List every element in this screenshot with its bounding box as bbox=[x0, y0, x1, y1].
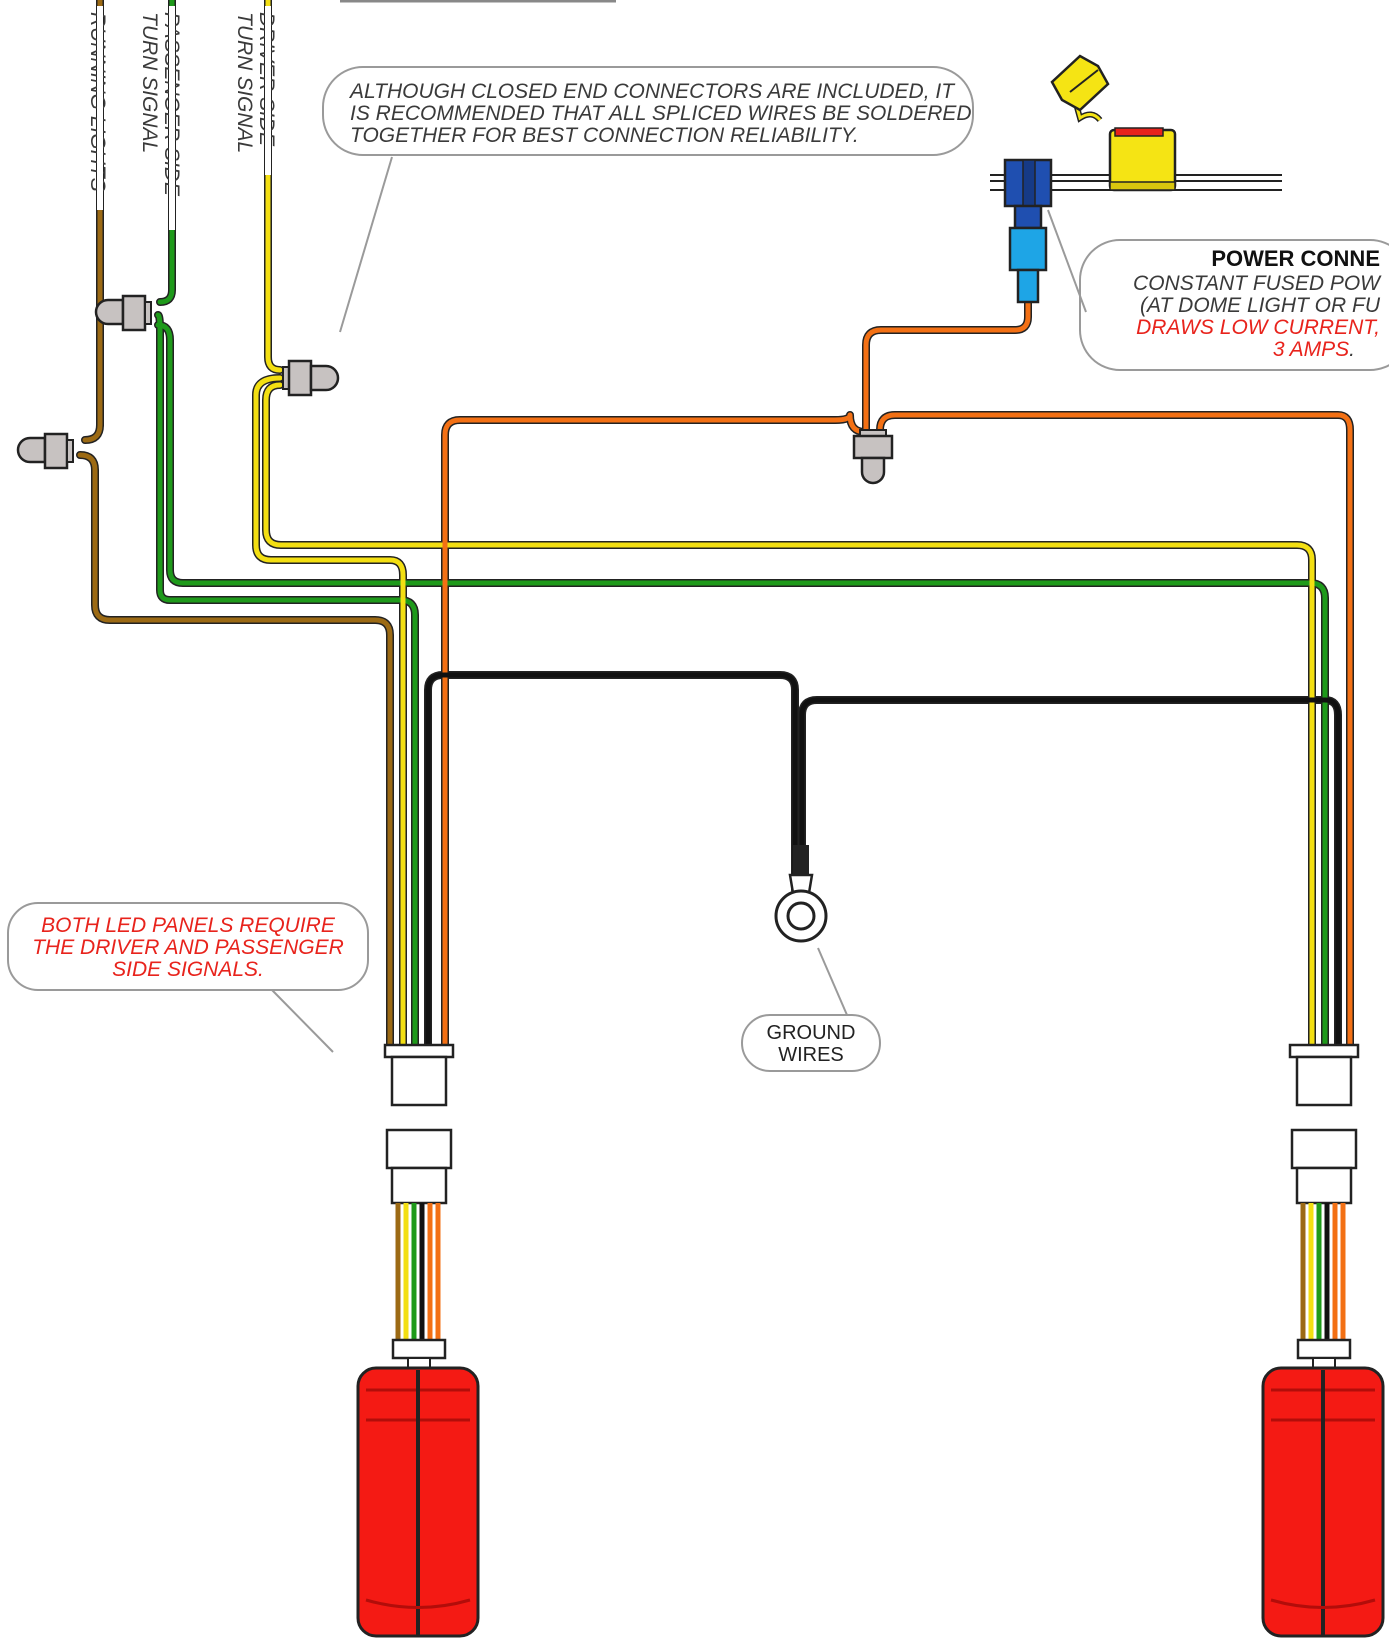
splice-connector-power bbox=[852, 429, 894, 485]
label-ticks bbox=[97, 6, 271, 230]
ground-note-line2: WIRES bbox=[778, 1044, 844, 1066]
splice-connector-passenger bbox=[94, 294, 152, 332]
right-lead-wires bbox=[1300, 1203, 1346, 1340]
splice-connector-running bbox=[16, 432, 74, 470]
left-led-panel bbox=[356, 1338, 480, 1638]
power-note-line2: (AT DOME LIGHT OR FU bbox=[1140, 294, 1381, 317]
driver-turn-label: DRIVER SIDE TURN SIGNAL bbox=[233, 12, 278, 153]
splice-connector-driver bbox=[282, 359, 340, 397]
power-note-line1: CONSTANT FUSED POW bbox=[1133, 272, 1382, 295]
ground-note-callout: GROUND WIRES bbox=[741, 947, 881, 1072]
solder-note-line1: ALTHOUGH CLOSED END CONNECTORS ARE INCLU… bbox=[348, 80, 956, 103]
wire-running-lights bbox=[77, 0, 393, 1048]
svg-text:TURN SIGNAL: TURN SIGNAL bbox=[233, 12, 256, 153]
panels-note-callout: BOTH LED PANELS REQUIRE THE DRIVER AND P… bbox=[7, 902, 369, 1053]
passenger-turn-label: PASSENGER SIDE TURN SIGNAL bbox=[138, 12, 183, 197]
power-note-title: POWER CONNE bbox=[1211, 246, 1380, 271]
fuse-tap-assembly bbox=[990, 54, 1282, 304]
panels-note-line2: THE DRIVER AND PASSENGER bbox=[32, 936, 344, 959]
left-harness-connector bbox=[383, 1043, 455, 1205]
wire-ground bbox=[425, 672, 1341, 1048]
solder-note-line3: TOGETHER FOR BEST CONNECTION RELIABILITY… bbox=[350, 124, 859, 147]
solder-note-callout: ALTHOUGH CLOSED END CONNECTORS ARE INCLU… bbox=[322, 66, 974, 333]
power-note-callout: POWER CONNE CONSTANT FUSED POW (AT DOME … bbox=[1047, 209, 1389, 371]
right-harness-connector bbox=[1288, 1043, 1360, 1205]
wire-passenger-turn bbox=[155, 0, 1328, 1048]
power-note-line3: DRAWS LOW CURRENT, bbox=[1136, 316, 1380, 339]
panels-note-line1: BOTH LED PANELS REQUIRE bbox=[41, 914, 336, 937]
power-note-line4: 3 AMPS. bbox=[1273, 338, 1355, 361]
left-lead-wires bbox=[395, 1203, 441, 1340]
ground-ring-terminal bbox=[774, 845, 828, 943]
wire-driver-turn bbox=[253, 0, 1315, 1048]
panels-note-line3: SIDE SIGNALS. bbox=[112, 958, 264, 981]
wire-power bbox=[442, 299, 1353, 1048]
right-led-panel bbox=[1261, 1338, 1385, 1638]
svg-text:TURN SIGNAL: TURN SIGNAL bbox=[138, 12, 161, 153]
solder-note-line2: IS RECOMMENDED THAT ALL SPLICED WIRES BE… bbox=[350, 102, 972, 125]
ground-note-line1: GROUND bbox=[767, 1022, 856, 1044]
